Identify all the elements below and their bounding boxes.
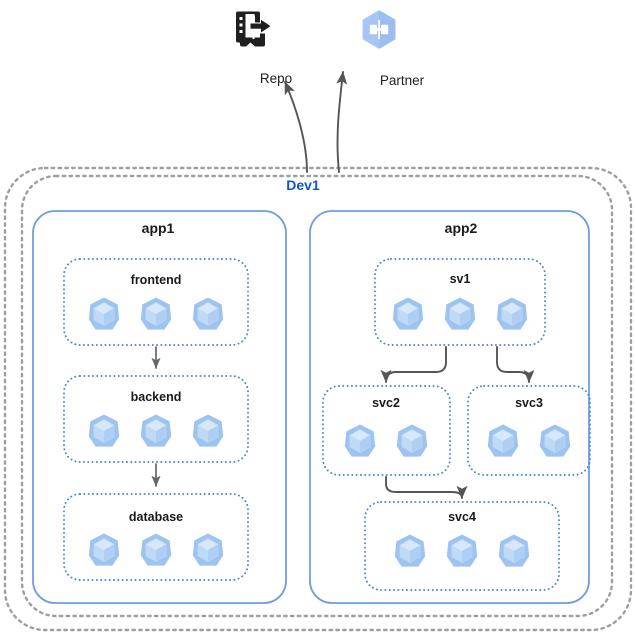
pod-icons [88,297,571,567]
pod-icon[interactable] [396,424,428,457]
pod-icon[interactable] [88,533,120,566]
app-boundaries [32,210,590,604]
connection-sv1-to-svc3 [496,346,535,383]
service-boundary-frontend[interactable] [63,258,249,346]
pod-icon[interactable] [498,534,530,567]
app-boundary-app1[interactable] [32,210,287,604]
environment-inner-boundary [20,174,614,618]
pod-icon[interactable] [192,297,224,330]
pod-icon[interactable] [444,297,476,330]
repository-icon[interactable] [230,8,276,59]
service-label-backend: backend [130,390,182,404]
app-label-app1: app1 [141,220,175,236]
service-label-svc3: svc3 [515,396,543,410]
pod-icon[interactable] [394,534,426,567]
service-label-frontend: frontend [130,273,182,287]
pod-icon[interactable] [344,424,376,457]
connection-sv1-to-svc2 [380,346,447,383]
service-boundary-svc3[interactable] [467,385,591,476]
service-label-sv1: sv1 [449,272,471,286]
service-label-svc2: svc2 [372,396,400,410]
service-boundary-sv1[interactable] [374,258,546,346]
app-boundary-app2[interactable] [309,210,590,604]
service-boundary-svc2[interactable] [322,385,451,476]
pod-icon[interactable] [88,297,120,330]
pod-icon[interactable] [140,297,172,330]
partner-hexagon-icon[interactable] [356,7,402,58]
connection-dev1-to-partner [336,71,348,173]
external-label-repo: Repo [259,71,293,86]
pod-icon[interactable] [140,533,172,566]
service-label-database: database [128,510,184,524]
service-boundaries [63,258,591,591]
pod-icon[interactable] [88,414,120,447]
environment-outer-boundary [3,166,633,632]
environment-boundaries [3,166,633,632]
pod-icon[interactable] [539,424,571,457]
external-label-partner: Partner [379,73,425,88]
pod-icon[interactable] [446,534,478,567]
pod-icon[interactable] [392,297,424,330]
service-boundary-backend[interactable] [63,375,249,463]
connection-arrows [151,71,535,499]
pod-icon[interactable] [496,297,528,330]
pod-icon[interactable] [140,414,172,447]
pod-icon[interactable] [487,424,519,457]
environment-label-dev1: Dev1 [286,177,320,193]
connection-svc2-to-svc4 [385,476,468,499]
pod-icon[interactable] [192,533,224,566]
connection-dev1-to-repo [284,81,308,173]
pod-icon[interactable] [192,414,224,447]
service-boundary-database[interactable] [63,493,249,581]
service-boundary-svc4[interactable] [364,501,560,591]
service-label-svc4: svc4 [448,510,476,524]
app-label-app2: app2 [444,220,478,236]
